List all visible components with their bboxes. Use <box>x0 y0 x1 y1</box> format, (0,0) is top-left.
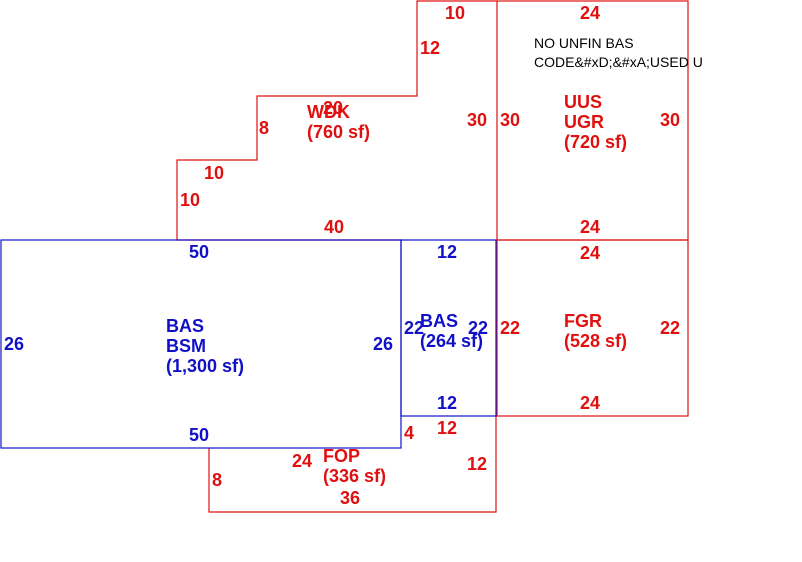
wdk-dim-left-upper: 8 <box>259 118 269 138</box>
fop-code-label: FOP <box>323 446 360 466</box>
note-line-1: NO UNFIN BAS <box>534 35 634 51</box>
fop-area-label: (336 sf) <box>323 466 386 486</box>
uus-area-label: (720 sf) <box>564 132 627 152</box>
wdk-dim-right: 30 <box>467 110 487 130</box>
fop-dim-inner: 24 <box>292 451 312 471</box>
bas-small-outline <box>400 239 497 417</box>
bas-main-dim-top: 50 <box>189 242 209 262</box>
bas-main-area-label: (1,300 sf) <box>166 356 244 376</box>
fgr-dim-top: 24 <box>580 243 600 263</box>
bas-main-dim-left: 26 <box>4 334 24 354</box>
uus-dim-left: 30 <box>500 110 520 130</box>
blue-outlines <box>0 239 497 449</box>
uus-dim-right: 30 <box>660 110 680 130</box>
fgr-code-label: FGR <box>564 311 602 331</box>
wdk-dim-bottom: 40 <box>324 217 344 237</box>
fop-dim-right: 12 <box>467 454 487 474</box>
bas-main-code-label: BAS <box>166 316 204 336</box>
wdk-code-label: WDK <box>307 102 350 122</box>
wdk-area-label: (760 sf) <box>307 122 370 142</box>
bas-small-dim-bottom: 12 <box>437 393 457 413</box>
bas-small-dim-right: 22 <box>468 318 488 338</box>
uus-dim-top: 24 <box>580 3 600 23</box>
bas-main-dim-bottom: 50 <box>189 425 209 445</box>
uus-dim-bottom: 24 <box>580 217 600 237</box>
fgr-dim-left: 22 <box>500 318 520 338</box>
fop-dim-right-top: 4 <box>404 423 414 443</box>
fop-outline <box>208 416 497 513</box>
ugr-code-label: UGR <box>564 112 604 132</box>
bas-small-code-label: BAS <box>420 311 458 331</box>
wdk-dim-left-lower: 10 <box>180 190 200 210</box>
bsm-code-label: BSM <box>166 336 206 356</box>
wdk-outline <box>176 0 497 241</box>
wdk-dim-top: 10 <box>445 3 465 23</box>
fgr-area-label: (528 sf) <box>564 331 627 351</box>
red-outlines <box>176 0 689 513</box>
fgr-dim-right: 22 <box>660 318 680 338</box>
uus-code-label: UUS <box>564 92 602 112</box>
fop-dim-bottom: 36 <box>340 488 360 508</box>
fop-dim-top: 12 <box>437 418 457 438</box>
bas-small-dim-top: 12 <box>437 242 457 262</box>
fgr-dim-bottom: 24 <box>580 393 600 413</box>
bas-small-area-label: (264 sf) <box>420 331 483 351</box>
bas-small-dim-left: 22 <box>404 318 424 338</box>
wdk-dim-step-v: 12 <box>420 38 440 58</box>
note-line-2: CODE&#xD;&#xA;USED U <box>534 54 703 70</box>
wdk-dim-step-h: 10 <box>204 163 224 183</box>
fgr-outline <box>496 239 689 417</box>
wdk-dim-mid: 20 <box>323 98 343 118</box>
bas-main-dim-right: 26 <box>373 334 393 354</box>
fop-dim-left: 8 <box>212 470 222 490</box>
